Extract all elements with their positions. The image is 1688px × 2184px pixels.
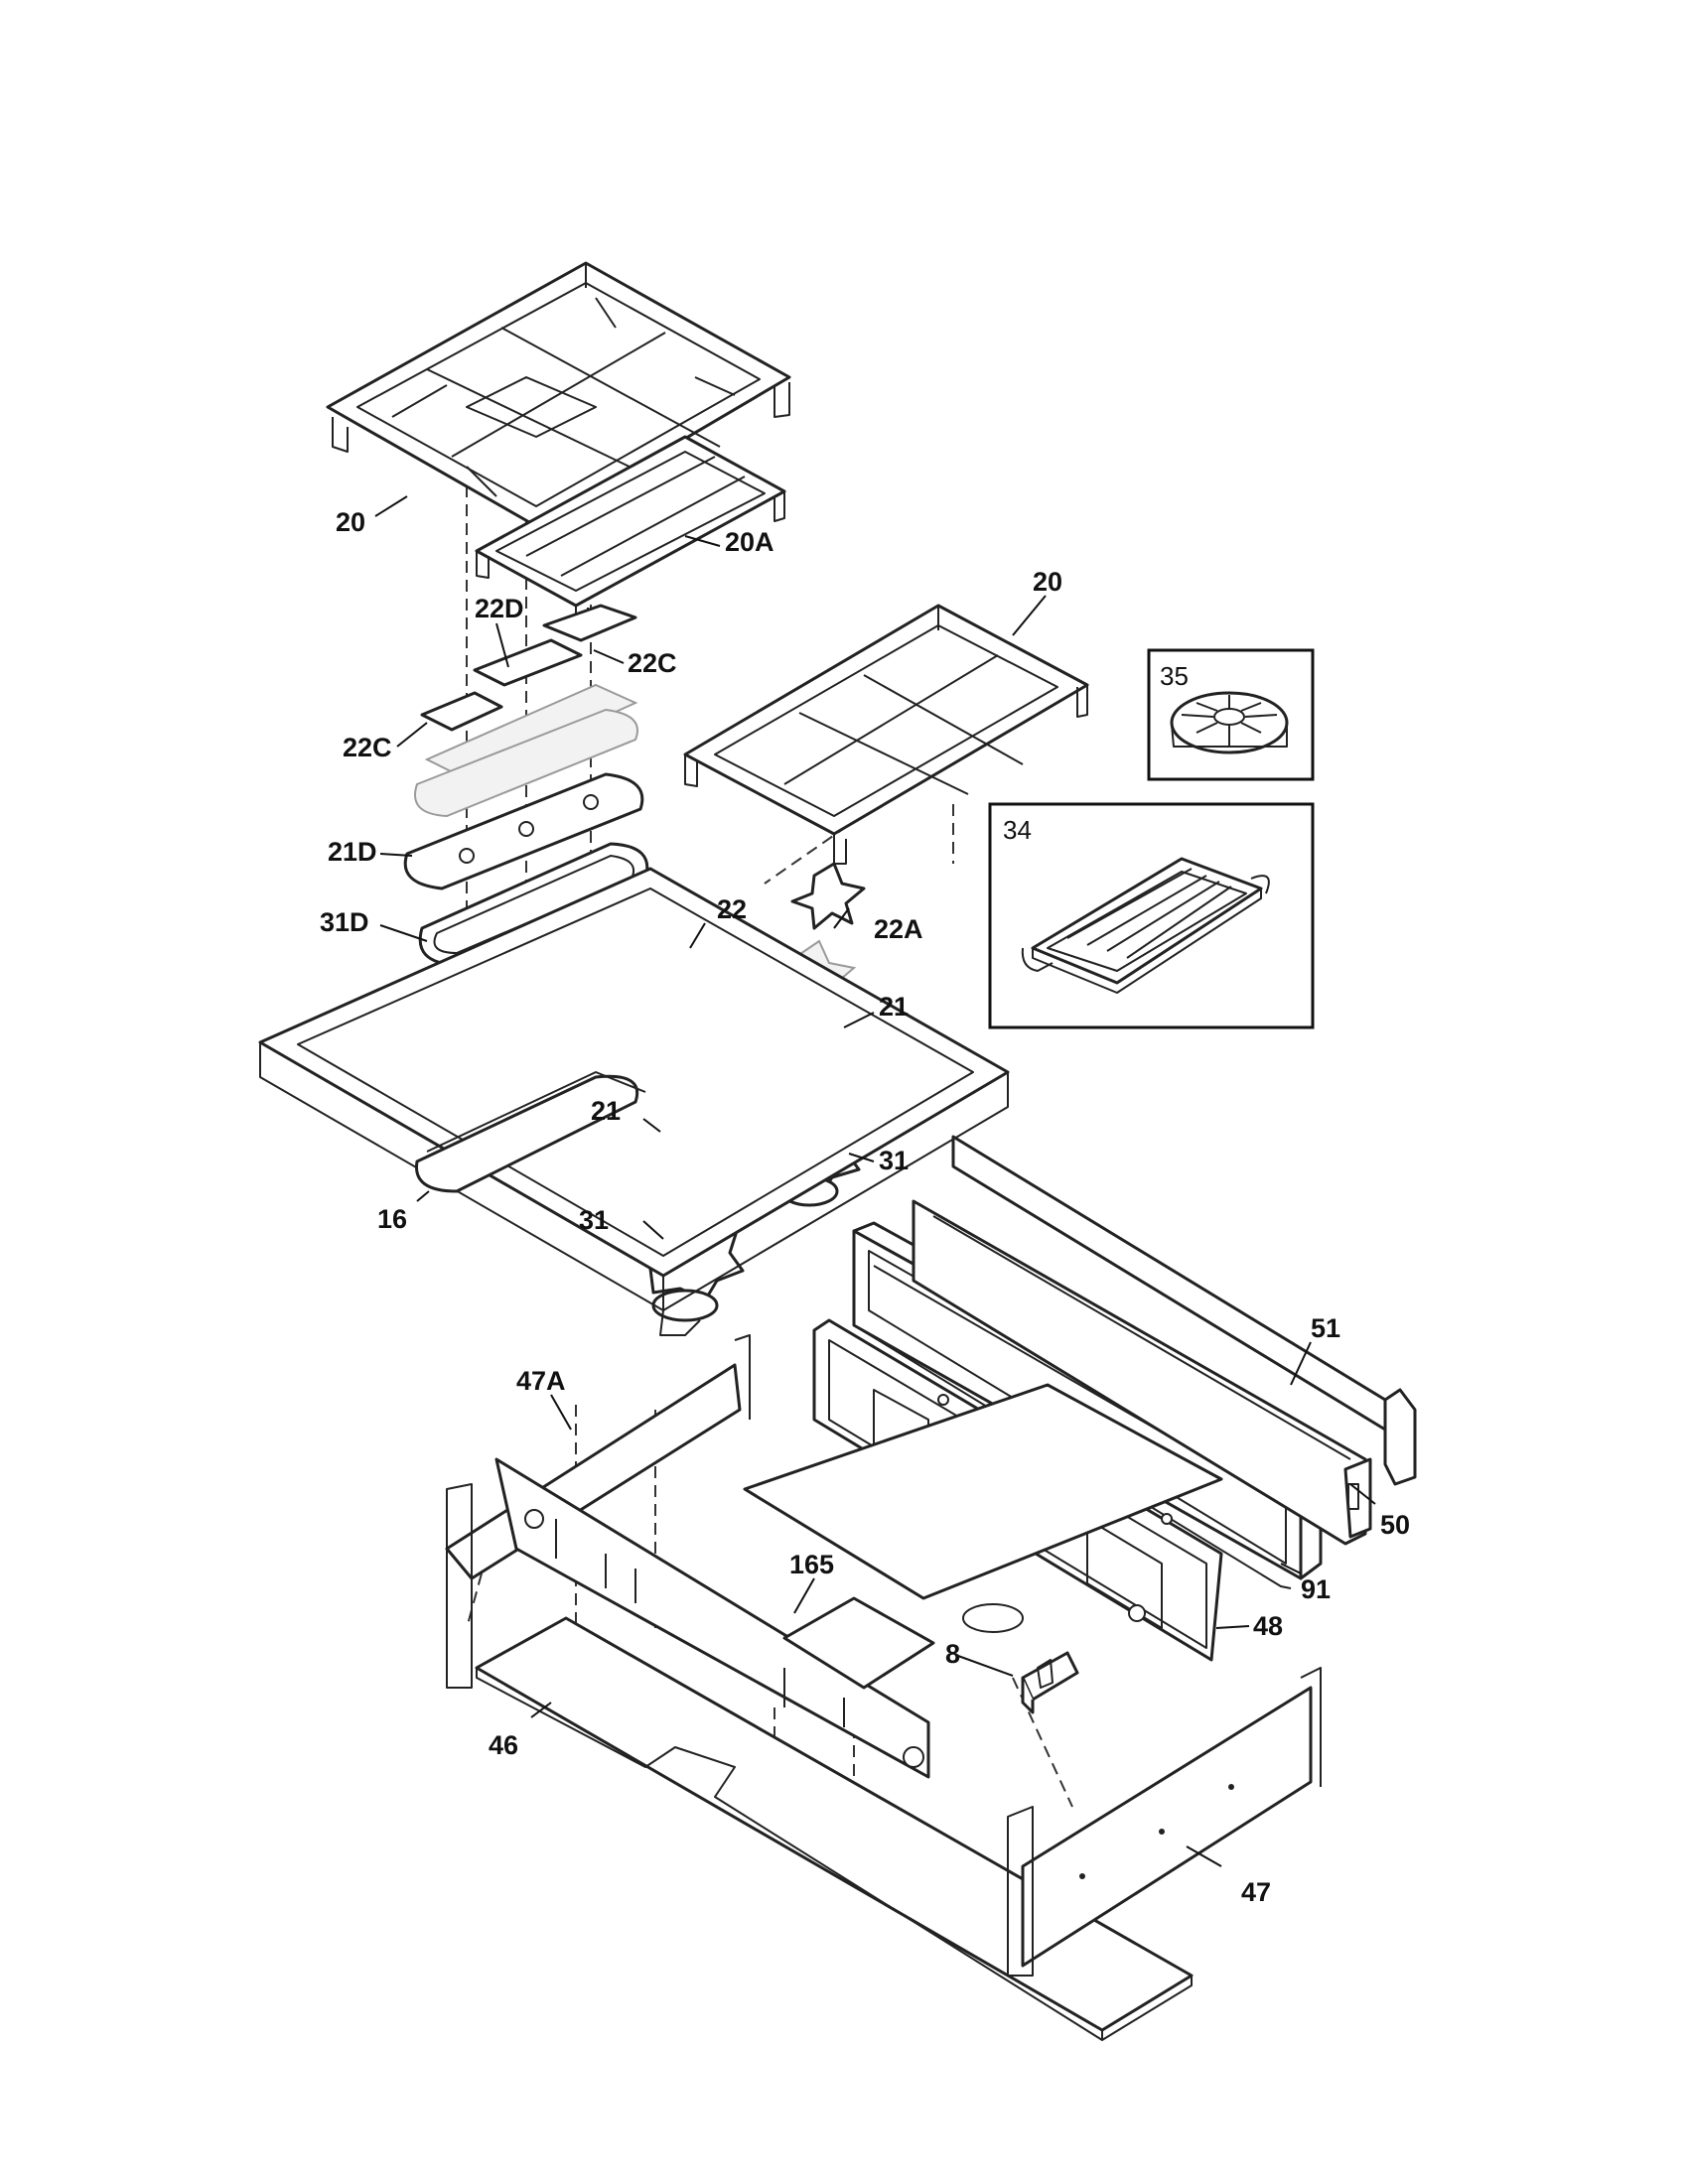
callout-cooktop: 16 <box>377 1204 407 1234</box>
callout-baffle: 165 <box>789 1550 834 1579</box>
callout-grate-right: 20 <box>1033 567 1062 597</box>
callout-griddle-cap-right: 22C <box>628 648 677 678</box>
igniter-module <box>1021 1651 1079 1714</box>
callout-burner-cap: 22 <box>717 894 747 924</box>
grate-right <box>683 604 1089 865</box>
callout-panel-rear: 48 <box>1253 1611 1283 1641</box>
callout-side-panel-left: 47A <box>516 1366 566 1396</box>
callout-grate-center: 20A <box>725 527 774 557</box>
callout-burner-head-left: 21 <box>591 1096 621 1126</box>
cooktop <box>258 867 1010 1336</box>
side-panel-left <box>445 1334 930 1779</box>
callout-leaders <box>374 495 1376 1867</box>
callout-bottom-panel: 46 <box>489 1730 518 1760</box>
callout-trim-bracket: 50 <box>1380 1510 1410 1540</box>
callout-griddle-seal: 31D <box>320 907 369 937</box>
callout-trim-front: 91 <box>1301 1574 1331 1604</box>
side-panel-right <box>1007 1667 1322 1977</box>
callout-igniter-module: 8 <box>945 1639 960 1669</box>
callout-burner-seal-right: 31 <box>879 1146 909 1175</box>
bottom-panel <box>475 1383 1223 2041</box>
griddle-burner <box>403 708 644 890</box>
callout-griddle: 34 <box>1003 815 1032 845</box>
griddle-inset <box>988 802 1315 1029</box>
callout-burner-seal-left: 31 <box>579 1205 609 1235</box>
callout-burner-head-right: 21 <box>879 992 909 1022</box>
callout-trim-back: 51 <box>1311 1313 1340 1343</box>
callout-wok-ring: 35 <box>1160 661 1189 691</box>
callout-griddle-burner: 21D <box>328 837 377 867</box>
grate-center <box>475 435 786 628</box>
callout-griddle-cover: 22D <box>475 594 524 623</box>
callout-labels: 20 20A 20 22D 22C 22C 21D 31D 22 22A 21 … <box>320 507 1410 1907</box>
callout-burner-cap-small: 22A <box>874 914 923 944</box>
wok-ring-inset <box>1147 648 1315 781</box>
callout-griddle-cap-left: 22C <box>343 733 392 762</box>
callout-side-panel-right: 47 <box>1241 1877 1271 1907</box>
callout-grate-left: 20 <box>336 507 365 537</box>
griddle-covers <box>420 604 638 781</box>
